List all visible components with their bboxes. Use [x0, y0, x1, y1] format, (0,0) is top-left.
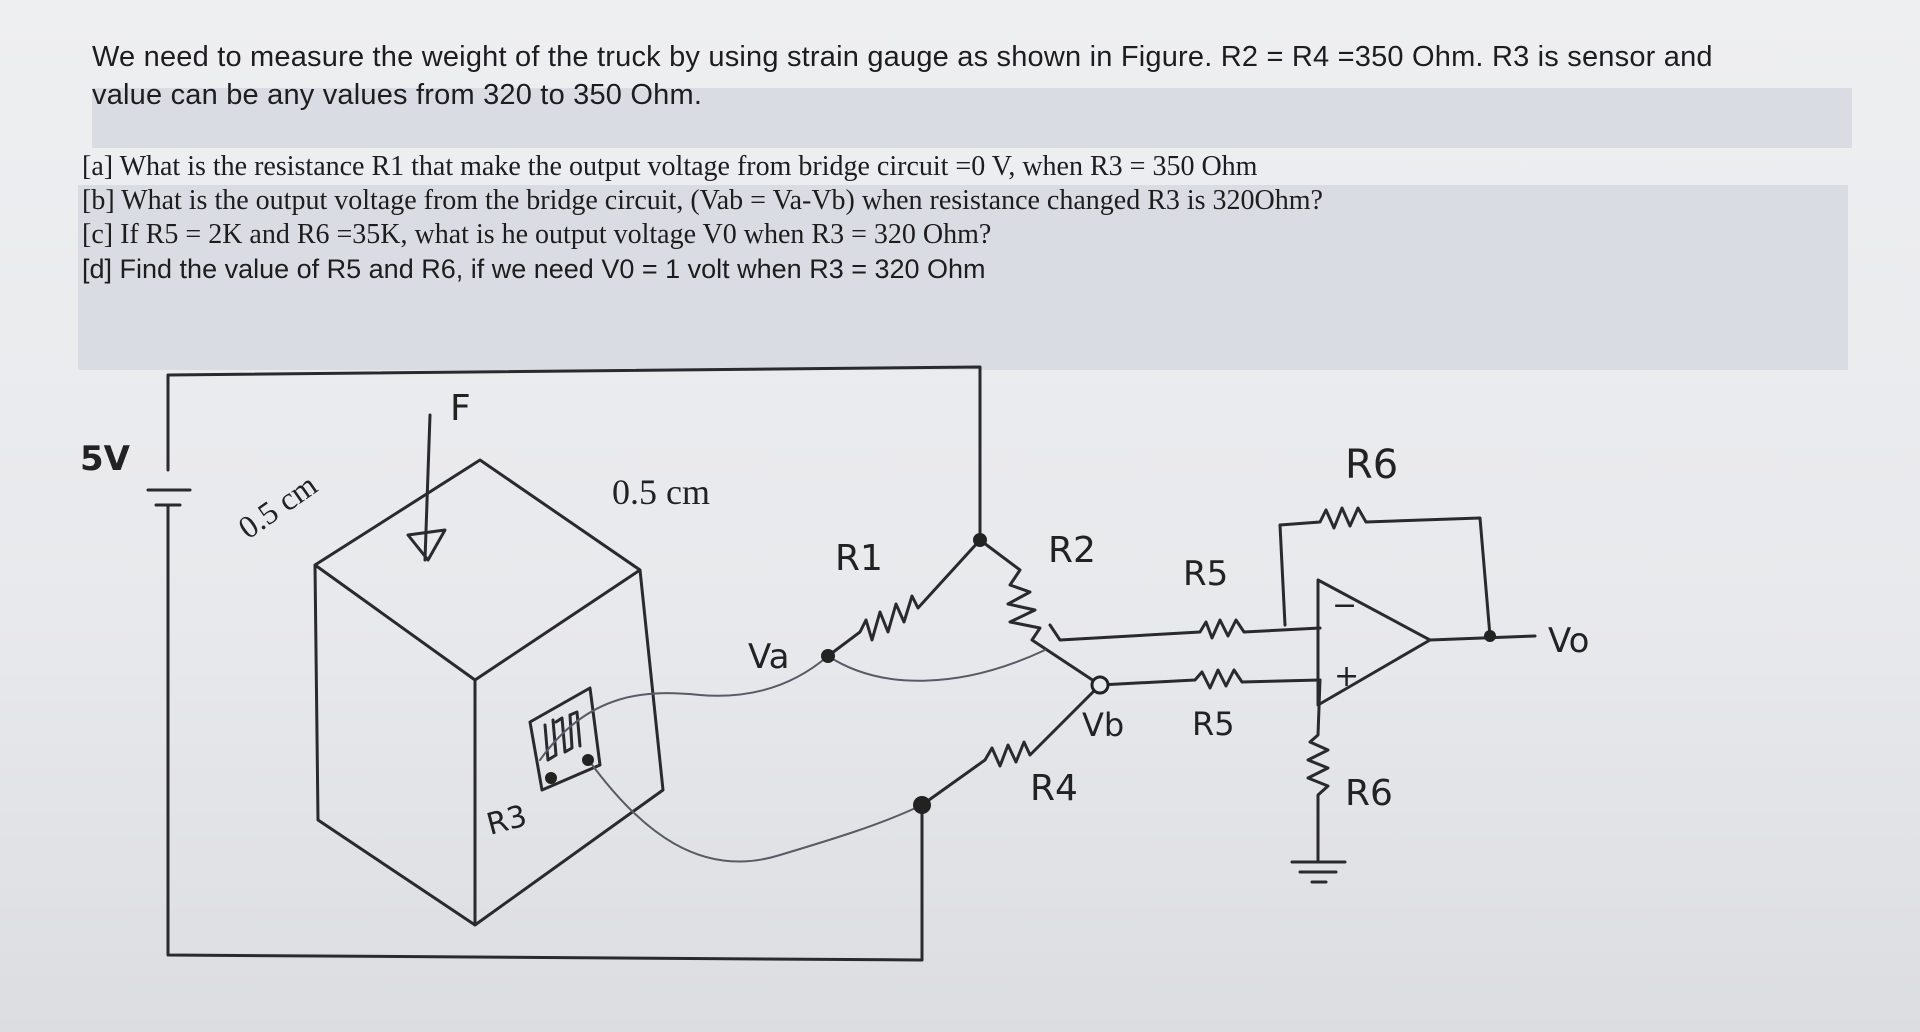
junction-dot-top [973, 533, 987, 547]
r1-resistor [826, 538, 982, 658]
question-a: [a] What is the resistance R1 that make … [82, 151, 1258, 182]
problem-intro: We need to measure the weight of the tru… [92, 38, 1852, 114]
question-d: [d] Find the value of R5 and R6, if we n… [82, 254, 986, 284]
junction-dot-vb [1090, 675, 1110, 695]
question-c: [c] If R5 = 2K and R6 =35K, what is he o… [82, 219, 992, 250]
gauge-lead-a [539, 655, 829, 761]
r5-top-label: R5 [1183, 554, 1228, 594]
gauge-terminal-2 [582, 754, 594, 766]
junction-dot-output [1484, 630, 1496, 642]
supply-label: 5V [80, 439, 131, 479]
r6-top-label: R6 [1345, 442, 1398, 488]
question-list: [a] What is the resistance R1 that make … [82, 150, 1582, 286]
strain-gauge-frame [528, 686, 602, 792]
r5-bottom-resistor [1098, 668, 1322, 690]
vb-label: Vb [1082, 706, 1124, 744]
op-amp-plus: + [1334, 659, 1359, 694]
force-arrow-head [406, 528, 447, 562]
dimension-top-label: 0.5 cm [612, 472, 710, 512]
r5-bottom-label: R5 [1192, 705, 1235, 743]
r6-bottom-label: R6 [1345, 773, 1393, 814]
questions-highlight [78, 185, 1848, 370]
op-amp-minus: − [1332, 588, 1357, 623]
block-body [313, 458, 665, 927]
ground-symbol [1290, 860, 1347, 884]
dimension-side-label: 0.5 cm [231, 466, 323, 546]
r5-top-resistor [1048, 618, 1322, 642]
gauge-lead-b [589, 761, 923, 863]
junction-dot-bottom [913, 796, 931, 814]
r1-label: R1 [835, 538, 883, 579]
intro-line-2: value can be any values from 320 to 350 … [92, 79, 703, 111]
question-b: [b] What is the output voltage from the … [82, 185, 1323, 216]
force-arrow-shaft [423, 413, 432, 562]
intro-line-1: We need to measure the weight of the tru… [92, 41, 1713, 73]
intro-highlight [92, 88, 1852, 148]
va-label: Va [748, 637, 789, 677]
supply-wire [166, 365, 982, 542]
op-amp-triangle [1316, 578, 1432, 707]
gauge-terminal-1 [545, 772, 557, 784]
strain-gauge-serpentine [543, 710, 582, 762]
force-label: F [450, 388, 471, 429]
vo-label: Vo [1548, 621, 1589, 661]
output-wire [1428, 634, 1537, 642]
ground-wire [166, 503, 924, 962]
bridge-cross-wire [827, 649, 1046, 682]
junction-dot-va [821, 649, 835, 663]
r6-top-resistor [1278, 506, 1492, 638]
gauge-r3-label: R3 [483, 799, 531, 843]
r4-resistor [920, 683, 1102, 807]
r4-label: R4 [1030, 768, 1078, 809]
r2-label: R2 [1048, 530, 1096, 571]
r2-resistor [978, 538, 1102, 687]
r6-bottom-resistor [1306, 678, 1330, 862]
